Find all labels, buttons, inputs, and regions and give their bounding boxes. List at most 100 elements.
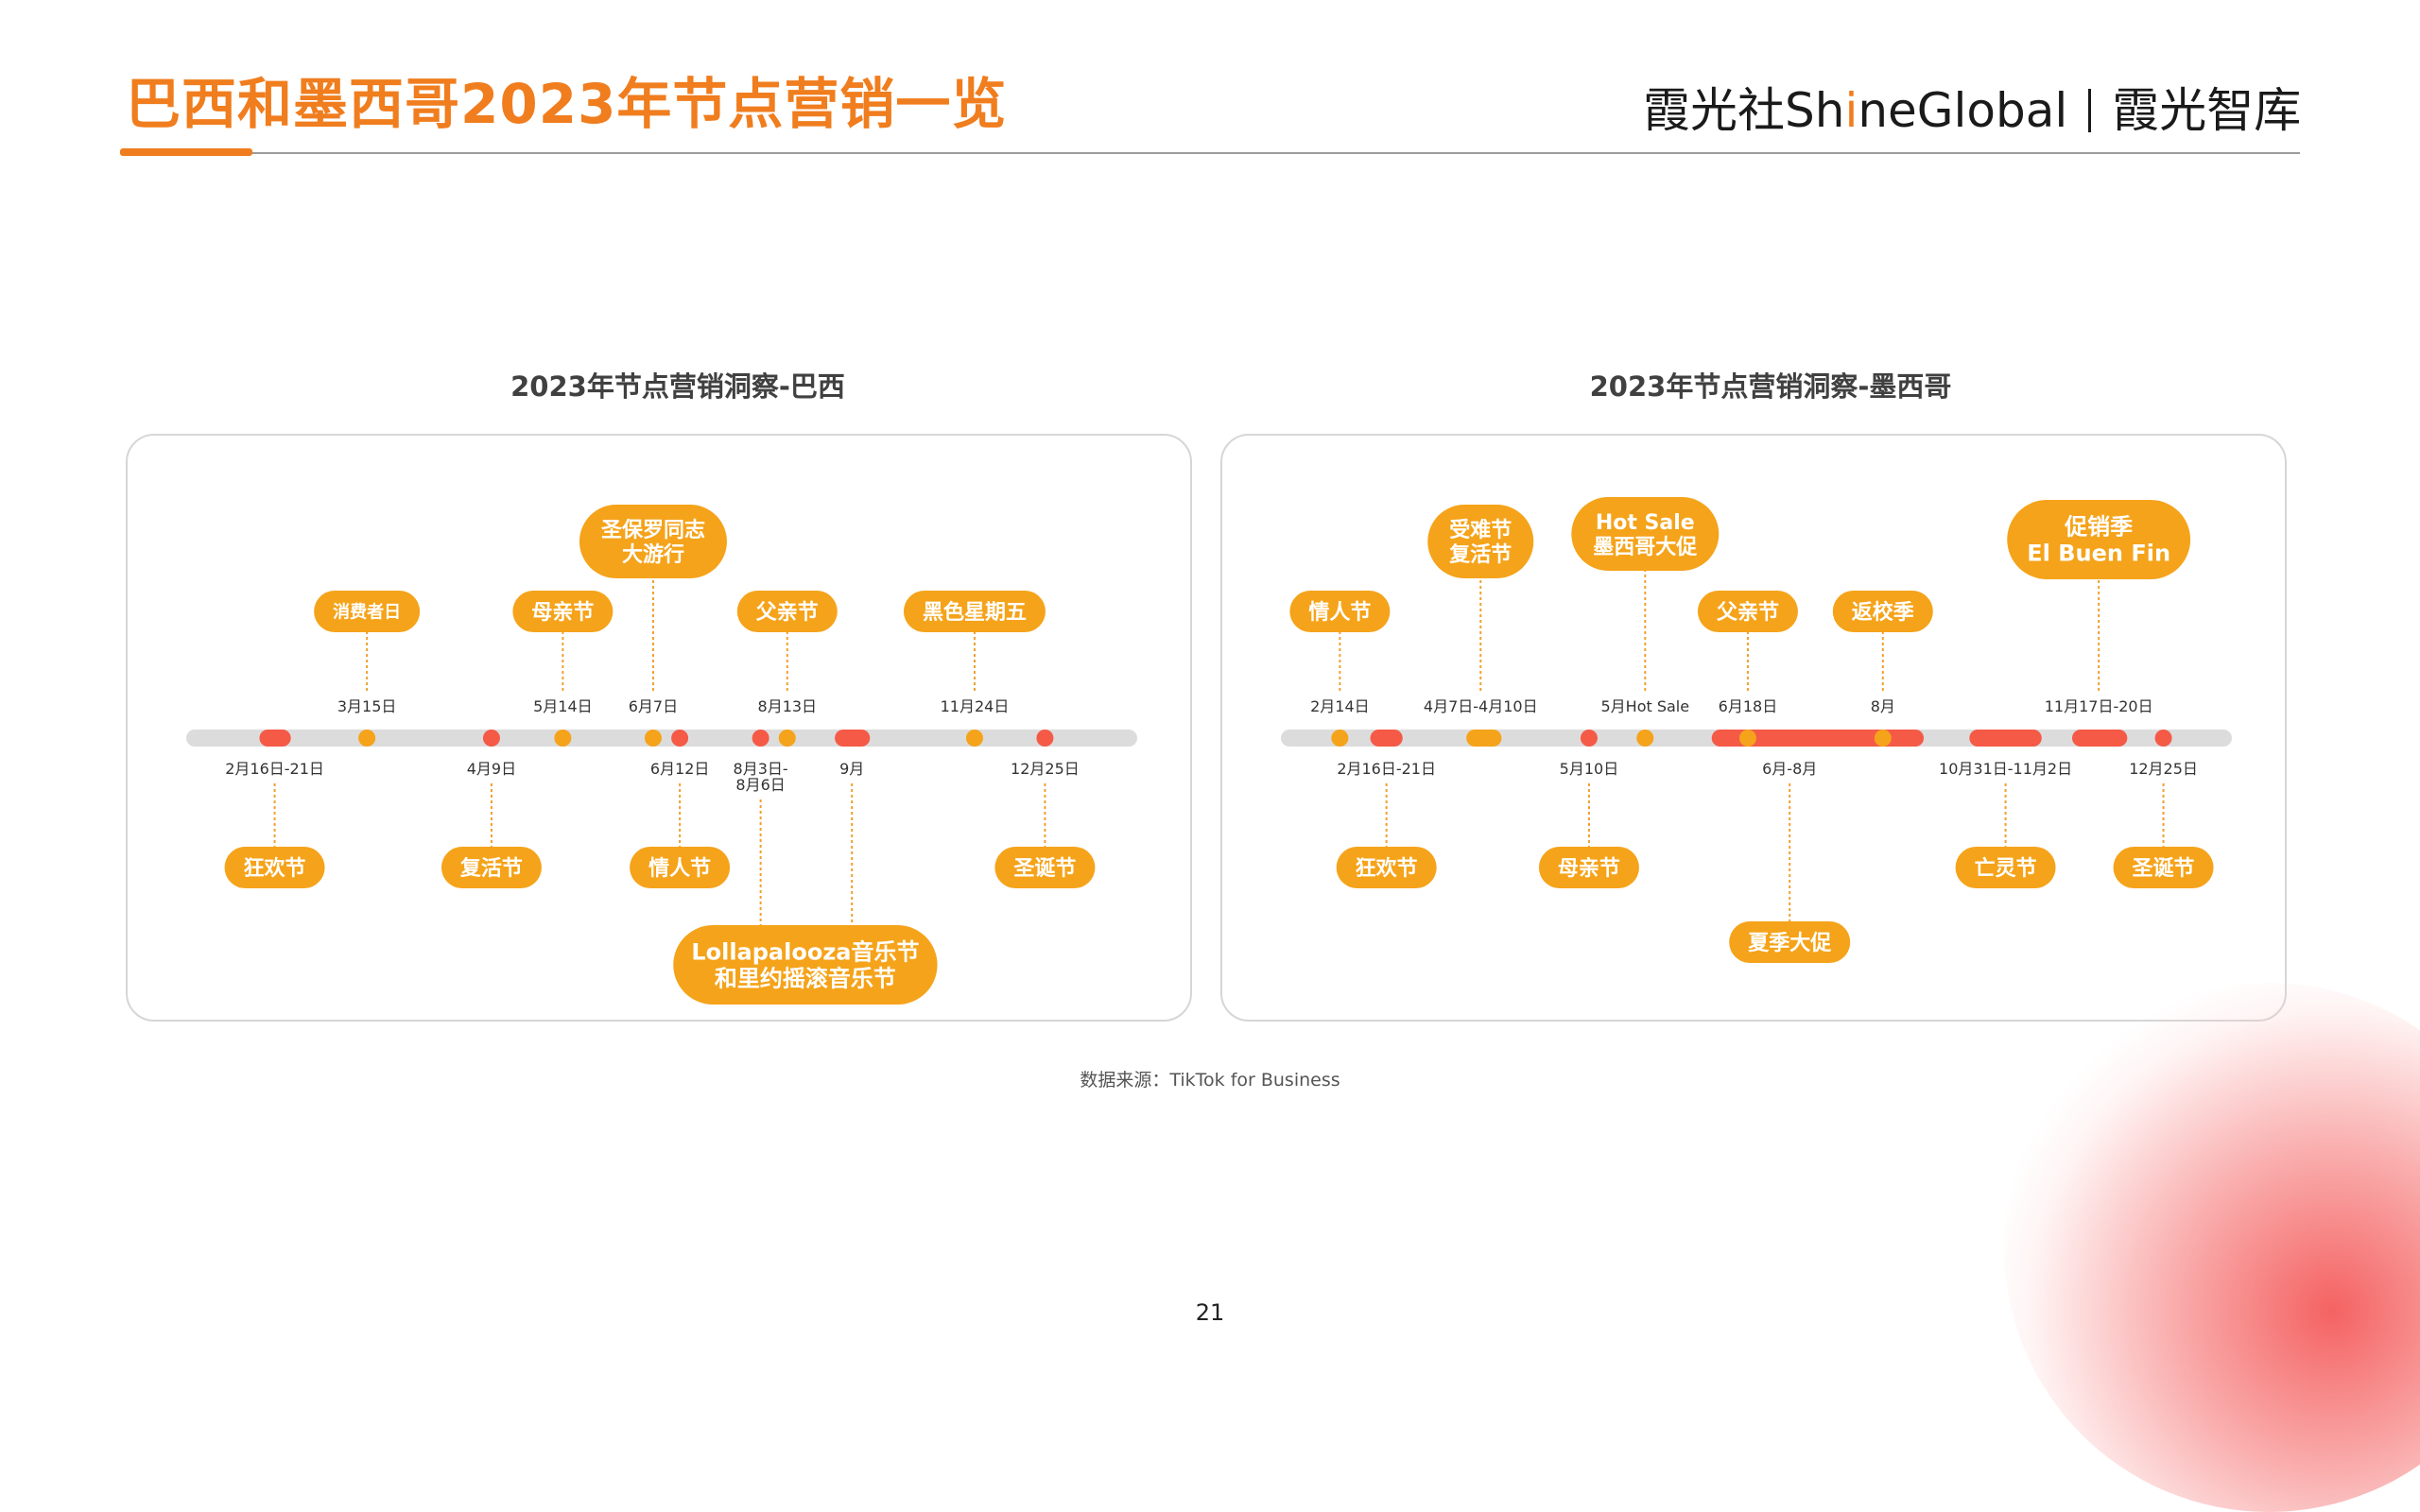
- event-label: 消费者日: [333, 601, 401, 622]
- timeline-range-bar: [2071, 730, 2128, 747]
- page-title: 巴西和墨西哥2023年节点营销一览: [126, 72, 1008, 136]
- event-label: 母亲节: [531, 601, 594, 625]
- event-label: 返校季: [1852, 600, 1914, 625]
- date-label: 10月31日-11月2日: [1939, 760, 2072, 778]
- date-label: 12月25日: [1011, 760, 1080, 778]
- event-label: Lollapalooza音乐节: [691, 939, 919, 966]
- timeline-dot: [778, 730, 796, 747]
- timeline-dot: [752, 730, 769, 747]
- date-label: 8月3日-: [734, 760, 788, 778]
- event-bubble: [1955, 847, 2056, 888]
- event-bubble: [1289, 591, 1391, 632]
- brand-name-highlight: i: [1844, 83, 1858, 138]
- timeline-track: [186, 730, 1137, 747]
- date-label: 8月6日: [735, 776, 785, 794]
- timeline-range-bar: [1969, 730, 2042, 747]
- event-label: 促销季: [2064, 514, 2133, 541]
- event-bubble: [994, 847, 1096, 888]
- date-label: 2月16日-21日: [1337, 760, 1436, 778]
- event-bubble: [579, 505, 727, 578]
- timeline-dot: [2154, 730, 2172, 747]
- timeline-range-bar: [1370, 730, 1403, 747]
- event-bubble: [903, 591, 1046, 632]
- event-bubble: [2007, 500, 2191, 579]
- title-divider: [120, 152, 2300, 154]
- event-label: 复活节: [459, 856, 523, 881]
- data-source-note: 数据来源：TikTok for Business: [1080, 1070, 1340, 1091]
- timeline-dot: [1738, 730, 1756, 747]
- event-bubble: [1832, 591, 1933, 632]
- panel-title-mexico: 2023年节点营销洞察-墨西哥: [1589, 370, 1952, 403]
- timeline-dot: [554, 730, 572, 747]
- event-label: 母亲节: [1558, 857, 1620, 881]
- timeline-panel-brazil: 3月15日 消费者日 5月14日 母亲节 6月7日 圣保罗同志大游行 8月13日 父亲节 11月…: [126, 434, 1192, 1022]
- date-label: 4月9日: [467, 760, 516, 778]
- event-bubble: [1697, 591, 1798, 632]
- date-label: 6月18日: [1719, 697, 1778, 715]
- brand-name-b: neGlobal: [1858, 83, 2068, 138]
- event-label: 圣保罗同志: [601, 519, 705, 542]
- date-label: 6月7日: [629, 697, 678, 715]
- event-label: Hot Sale: [1596, 511, 1695, 535]
- date-label: 2月16日-21日: [225, 760, 324, 778]
- timeline-dot: [1636, 730, 1654, 747]
- event-label: 亡灵节: [1975, 856, 2037, 881]
- brand-separator: [2088, 89, 2092, 132]
- event-label: 狂欢节: [1356, 856, 1418, 881]
- event-label: 情人节: [648, 856, 711, 881]
- event-bubble: [441, 847, 542, 888]
- date-label: 8月: [1871, 697, 1895, 715]
- timeline-range-bar: [259, 730, 291, 747]
- page-number: 21: [1195, 1299, 1225, 1326]
- timeline-dot: [671, 730, 689, 747]
- event-bubble: [1336, 847, 1437, 888]
- timeline-range-bar: [1466, 730, 1502, 747]
- date-label: 5月14日: [533, 697, 593, 715]
- event-bubble: [2113, 847, 2214, 888]
- event-bubble: [1729, 921, 1851, 963]
- event-bubble: [224, 847, 325, 888]
- event-label: 黑色星期五: [923, 600, 1027, 625]
- event-bubble: [673, 925, 938, 1005]
- brand-name-a: 霞光社Sh: [1643, 83, 1845, 138]
- event-label: 圣诞节: [2133, 857, 2195, 881]
- timeline-dot: [482, 730, 500, 747]
- date-label: 3月15日: [337, 697, 397, 715]
- event-label: 和里约摇滚音乐节: [715, 966, 896, 992]
- panel-title-brazil: 2023年节点营销洞察-巴西: [510, 370, 845, 403]
- date-label: 2月14日: [1310, 697, 1370, 715]
- event-label: 父亲节: [756, 601, 819, 625]
- event-label: 夏季大促: [1748, 932, 1831, 955]
- event-bubble: [314, 591, 421, 632]
- timeline-dot: [1331, 730, 1349, 747]
- event-bubble: [736, 591, 838, 632]
- corner-decoration: [2004, 983, 2420, 1512]
- date-label: 11月17日-20日: [2045, 697, 2153, 715]
- date-label: 11月24日: [941, 697, 1010, 715]
- timeline-dot: [644, 730, 662, 747]
- timeline-dot: [1036, 730, 1054, 747]
- date-label: 12月25日: [2129, 760, 2198, 778]
- timeline-dot: [358, 730, 376, 747]
- event-bubble: [1538, 847, 1639, 888]
- timeline-range-bar: [1711, 730, 1925, 747]
- date-label: 8月13日: [758, 697, 818, 715]
- timeline-dot: [1874, 730, 1892, 747]
- timeline-range-bar: [835, 730, 871, 747]
- event-bubble: [1571, 497, 1720, 571]
- event-label: 狂欢节: [244, 856, 306, 881]
- event-label: 大游行: [622, 542, 684, 567]
- event-label: 父亲节: [1717, 601, 1779, 625]
- date-label: 5月Hot Sale: [1600, 697, 1689, 715]
- event-bubble: [630, 847, 731, 888]
- event-bubble: [512, 591, 614, 632]
- event-label: 圣诞节: [1013, 857, 1076, 881]
- event-label: 复活节: [1448, 542, 1512, 567]
- date-label: 5月10日: [1560, 760, 1619, 778]
- event-bubble: [1427, 505, 1534, 578]
- date-label: 6月12日: [650, 760, 710, 778]
